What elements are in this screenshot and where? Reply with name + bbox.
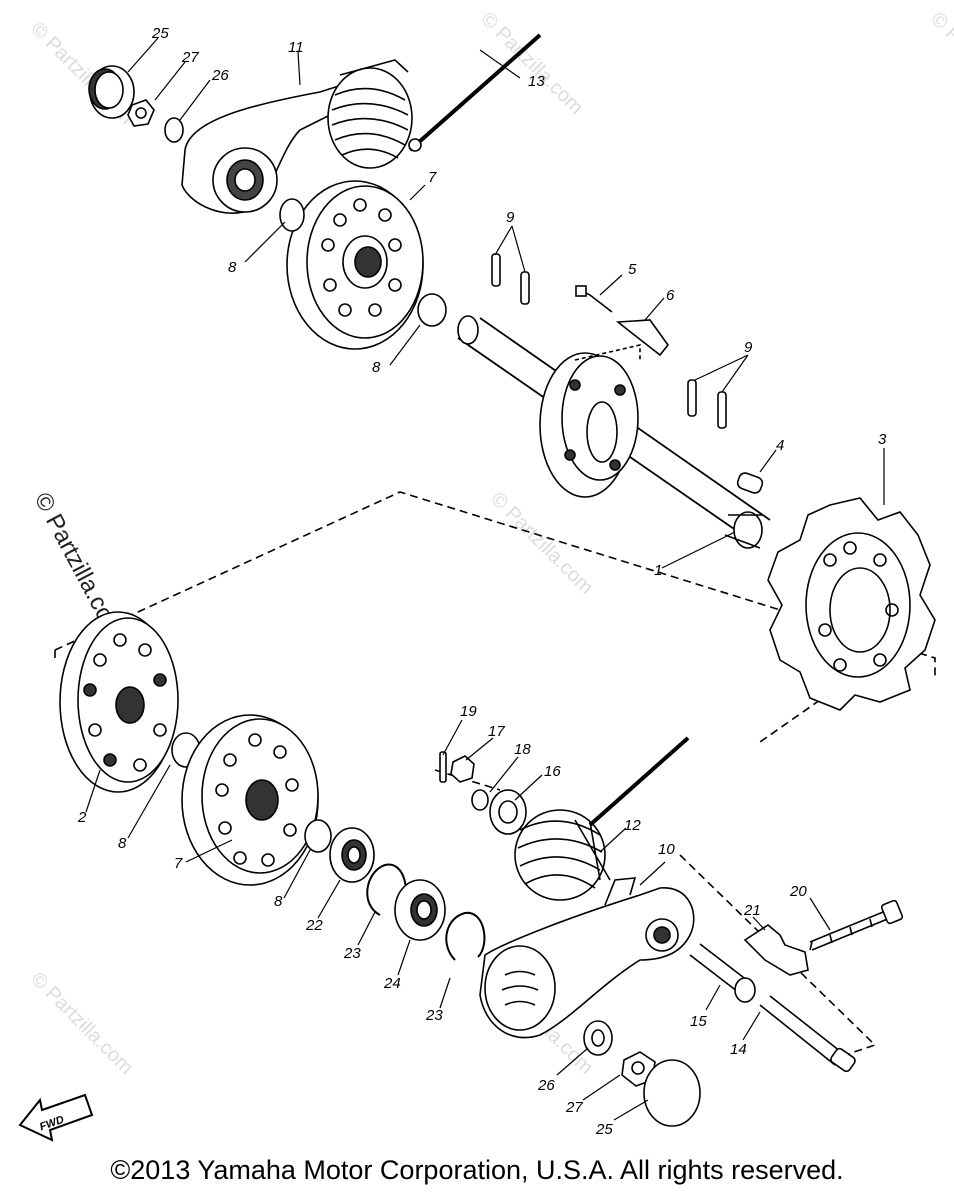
pin-19 xyxy=(439,751,447,783)
watermark-6: © Partzilla.com xyxy=(926,8,954,119)
label-14: 14 xyxy=(730,1041,747,1058)
circlip-23-b xyxy=(445,911,486,961)
label-6: 6 xyxy=(666,287,675,304)
rod-13 xyxy=(408,33,542,152)
watermark-4: © Partzilla.com xyxy=(26,968,137,1079)
watermark-2: © Partzilla.com xyxy=(476,8,587,119)
arm-10 xyxy=(479,877,695,1039)
cap-25-top xyxy=(88,65,135,119)
plate-2 xyxy=(59,611,179,793)
washer-18 xyxy=(471,789,489,811)
label-11: 11 xyxy=(288,39,304,56)
pin-9-b xyxy=(520,271,530,305)
pin-9-d xyxy=(717,391,727,429)
label-15: 15 xyxy=(690,1013,707,1030)
label-20: 20 xyxy=(789,883,807,900)
label-13: 13 xyxy=(528,73,545,90)
label-23-b: 23 xyxy=(425,1007,443,1024)
spring-12 xyxy=(514,809,611,901)
part-labels: 25 27 26 11 13 7 8 8 9 5 6 9 4 3 1 2 8 7… xyxy=(38,25,887,1138)
watermark-3: © Partzilla.com xyxy=(486,488,597,599)
pin-9-c xyxy=(687,379,697,417)
washer-8-a xyxy=(279,198,305,232)
washer-16 xyxy=(489,789,527,835)
label-8-b: 8 xyxy=(372,359,381,376)
stop-21 xyxy=(743,924,809,976)
flange-hub xyxy=(539,352,639,498)
assembly-outline xyxy=(54,491,936,743)
nut-17 xyxy=(450,755,475,783)
bearing-24 xyxy=(394,879,446,941)
fwd-arrow-icon xyxy=(18,1093,94,1142)
label-8-d: 8 xyxy=(274,893,283,910)
label-5: 5 xyxy=(628,261,637,278)
label-19: 19 xyxy=(460,703,477,720)
label-24: 24 xyxy=(383,975,401,992)
washer-26-lower xyxy=(583,1020,613,1056)
label-8-c: 8 xyxy=(118,835,127,852)
leader-lines xyxy=(85,37,885,1121)
shaft-15 xyxy=(689,943,756,1003)
label-4: 4 xyxy=(776,437,784,454)
bolt-5 xyxy=(575,285,613,313)
label-17: 17 xyxy=(488,723,505,740)
bolt-14 xyxy=(759,995,856,1073)
label-23-a: 23 xyxy=(343,945,361,962)
label-22: 22 xyxy=(305,917,323,934)
tension-arm-11 xyxy=(181,83,362,214)
label-26-top: 26 xyxy=(211,67,229,84)
nut-27-top xyxy=(127,99,155,127)
bolt-20 xyxy=(809,899,904,951)
rod-lower xyxy=(588,736,690,827)
bearing-22 xyxy=(329,827,375,883)
label-18: 18 xyxy=(514,741,531,758)
label-26-lower: 26 xyxy=(537,1077,555,1094)
copyright-text: ©2013 Yamaha Motor Corporation, U.S.A. A… xyxy=(110,1155,844,1185)
wheel-7-lower xyxy=(181,714,319,886)
spring-top xyxy=(327,59,413,169)
washer-26-top xyxy=(164,117,184,143)
pin-9-a xyxy=(491,253,501,287)
sprocket-3 xyxy=(767,497,936,711)
bracket-6 xyxy=(615,319,670,357)
label-9-top: 9 xyxy=(506,209,515,226)
label-25-top: 25 xyxy=(151,25,169,42)
label-9-right: 9 xyxy=(744,339,753,356)
label-2: 2 xyxy=(77,809,87,826)
label-16: 16 xyxy=(544,763,561,780)
label-21: 21 xyxy=(743,902,761,919)
label-27-top: 27 xyxy=(181,49,199,66)
label-25-lower: 25 xyxy=(595,1121,613,1138)
label-7-lower: 7 xyxy=(174,855,183,872)
label-7-top: 7 xyxy=(428,169,437,186)
collar-4 xyxy=(736,472,764,494)
label-8-a: 8 xyxy=(228,259,237,276)
wheel-7-top xyxy=(286,180,424,350)
label-1: 1 xyxy=(654,562,662,579)
label-27-lower: 27 xyxy=(565,1099,583,1116)
label-3: 3 xyxy=(878,431,887,448)
drawing xyxy=(18,33,936,1142)
washer-8-b xyxy=(417,293,447,327)
cap-25-lower xyxy=(643,1059,701,1127)
label-12: 12 xyxy=(624,817,641,834)
washer-8-d xyxy=(304,819,332,853)
label-10: 10 xyxy=(658,841,675,858)
